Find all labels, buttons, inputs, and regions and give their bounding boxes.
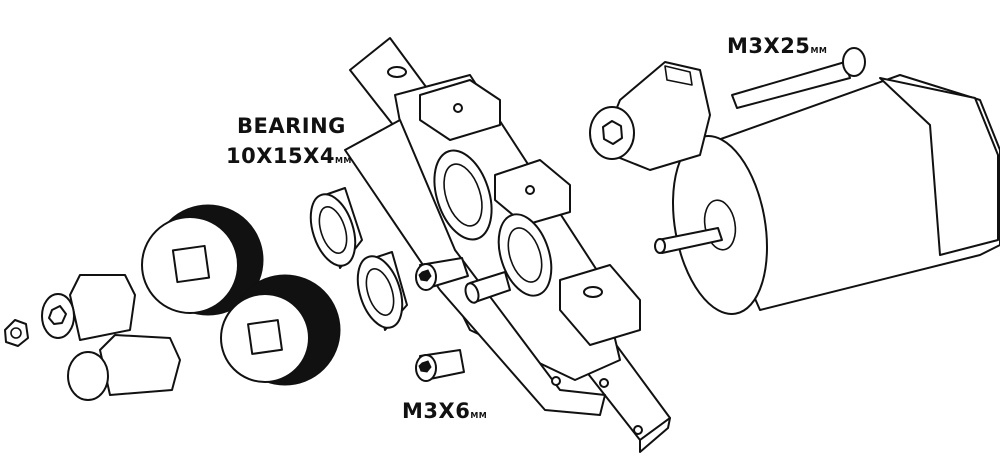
frame-hole-1: [387, 66, 407, 78]
label-bearing-unit: MM: [335, 156, 352, 165]
hex-adapter-upper: [41, 274, 136, 341]
frame-hole-6: [599, 378, 609, 388]
gear-small: [220, 274, 341, 386]
frame-bearing-bore-upper: [433, 149, 493, 241]
frame-hole-5: [551, 376, 561, 386]
frame-bearing-bore-lower: [497, 213, 553, 297]
frame-hole-3: [525, 185, 535, 195]
label-bearing-line1: BEARING: [237, 114, 346, 138]
nut: [4, 319, 29, 347]
screw-m3x6-frame: [415, 257, 469, 291]
gear-large: [141, 204, 264, 316]
label-bolt-long-size: M3X25: [727, 34, 810, 58]
label-bearing-size: 10X15X4: [226, 144, 335, 168]
label-bolt-short-unit: MM: [470, 411, 487, 420]
bolt-m3x25: [731, 47, 866, 109]
frame-base-edge: [639, 417, 671, 453]
label-bolt-short: M3X6MM: [402, 399, 487, 423]
gear-large-square-bore: [171, 244, 211, 284]
label-bearing-line2: 10X15X4MM: [226, 144, 352, 168]
motor: [654, 74, 1000, 315]
gearbox-frame: [344, 37, 671, 453]
motor-coupler: [589, 61, 711, 171]
frame-boss-lower: [559, 264, 641, 346]
bearing-lower: [356, 251, 408, 331]
label-bolt-short-size: M3X6: [402, 399, 470, 423]
label-bolt-long-unit: MM: [810, 46, 827, 55]
label-bolt-long: M3X25MM: [727, 34, 827, 58]
hex-adapter-lower: [67, 334, 181, 401]
screw-m3x6-loose: [415, 349, 465, 382]
frame-hole-2: [453, 103, 463, 113]
frame-side-plate: [344, 119, 606, 416]
frame-hole-4: [583, 286, 603, 298]
frame-hole-7: [633, 425, 643, 435]
bearing-upper: [309, 187, 363, 269]
motor-gearbox-block: [879, 77, 999, 256]
